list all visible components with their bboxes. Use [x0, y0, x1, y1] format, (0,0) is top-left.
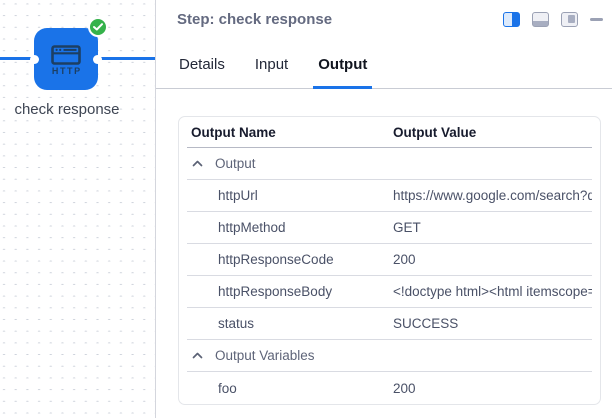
http-browser-icon [51, 45, 81, 65]
output-row: httpMethod GET [187, 212, 592, 244]
tabs: Details Input Output [156, 40, 612, 89]
output-name: httpResponseBody [218, 284, 333, 299]
http-step-node[interactable]: HTTP [30, 17, 108, 90]
node-name-label: check response [14, 101, 120, 118]
output-port[interactable] [93, 55, 102, 64]
collapse-icon[interactable] [590, 18, 603, 21]
output-row: httpResponseBody <!doctype html><html ite… [187, 276, 592, 308]
output-value: https://www.google.com/search?q= [393, 188, 592, 203]
output-name: status [218, 316, 255, 331]
output-name: foo [218, 380, 237, 396]
group-label: Output Variables [215, 348, 315, 363]
output-value: 200 [393, 380, 416, 396]
output-name: httpResponseCode [218, 252, 334, 267]
output-table-body: Output httpUrl https://www.google.com/sear… [187, 148, 592, 404]
output-name-cell: status [187, 316, 393, 331]
output-name-cell: Output Variables [187, 348, 393, 363]
check-icon [93, 23, 103, 31]
input-port[interactable] [30, 55, 39, 64]
output-table-header: Output Name Output Value [187, 117, 592, 148]
success-check-badge [88, 17, 108, 37]
node-http-label: HTTP [51, 66, 82, 76]
float-panel-icon[interactable] [561, 12, 578, 27]
output-name: httpUrl [218, 188, 258, 203]
tab-output[interactable]: Output [313, 40, 373, 89]
output-value: <!doctype html><html itemscope=" [393, 284, 592, 299]
output-row: httpResponseCode 200 [187, 244, 592, 276]
output-name-cell: httpMethod [187, 220, 393, 235]
output-name-cell: httpUrl [187, 188, 393, 203]
float-panel-icon-inner [568, 15, 575, 23]
tab-input[interactable]: Input [254, 55, 289, 73]
output-name-cell: httpResponseCode [187, 252, 393, 267]
panel-title: Step: check response [177, 11, 333, 28]
group-label: Output [215, 156, 256, 171]
column-header-output-name: Output Name [191, 124, 276, 140]
output-value: 200 [393, 252, 416, 267]
collapse-chevron-icon[interactable] [192, 352, 203, 359]
dock-bottom-icon[interactable] [532, 12, 549, 27]
output-group-row[interactable]: Output Variables [187, 340, 592, 372]
tab-details[interactable]: Details [179, 55, 225, 73]
output-name-cell: httpResponseBody [187, 284, 393, 299]
output-row: status SUCCESS [187, 308, 592, 340]
column-header-output-value: Output Value [393, 124, 477, 140]
collapse-chevron-icon[interactable] [192, 160, 203, 167]
panel-header: Step: check response [156, 0, 612, 40]
panel-layout-controls [503, 12, 603, 27]
output-row: foo 200 [187, 372, 592, 404]
workflow-canvas[interactable]: HTTP check response [0, 0, 155, 418]
dock-right-icon[interactable] [503, 12, 520, 27]
output-name-cell: foo [187, 381, 393, 396]
output-name-cell: Output [187, 156, 393, 171]
output-value: GET [393, 220, 421, 235]
output-row: httpUrl https://www.google.com/search?q= [187, 180, 592, 212]
output-value: SUCCESS [393, 316, 459, 331]
output-name: httpMethod [218, 220, 286, 235]
output-group-row[interactable]: Output [187, 148, 592, 180]
